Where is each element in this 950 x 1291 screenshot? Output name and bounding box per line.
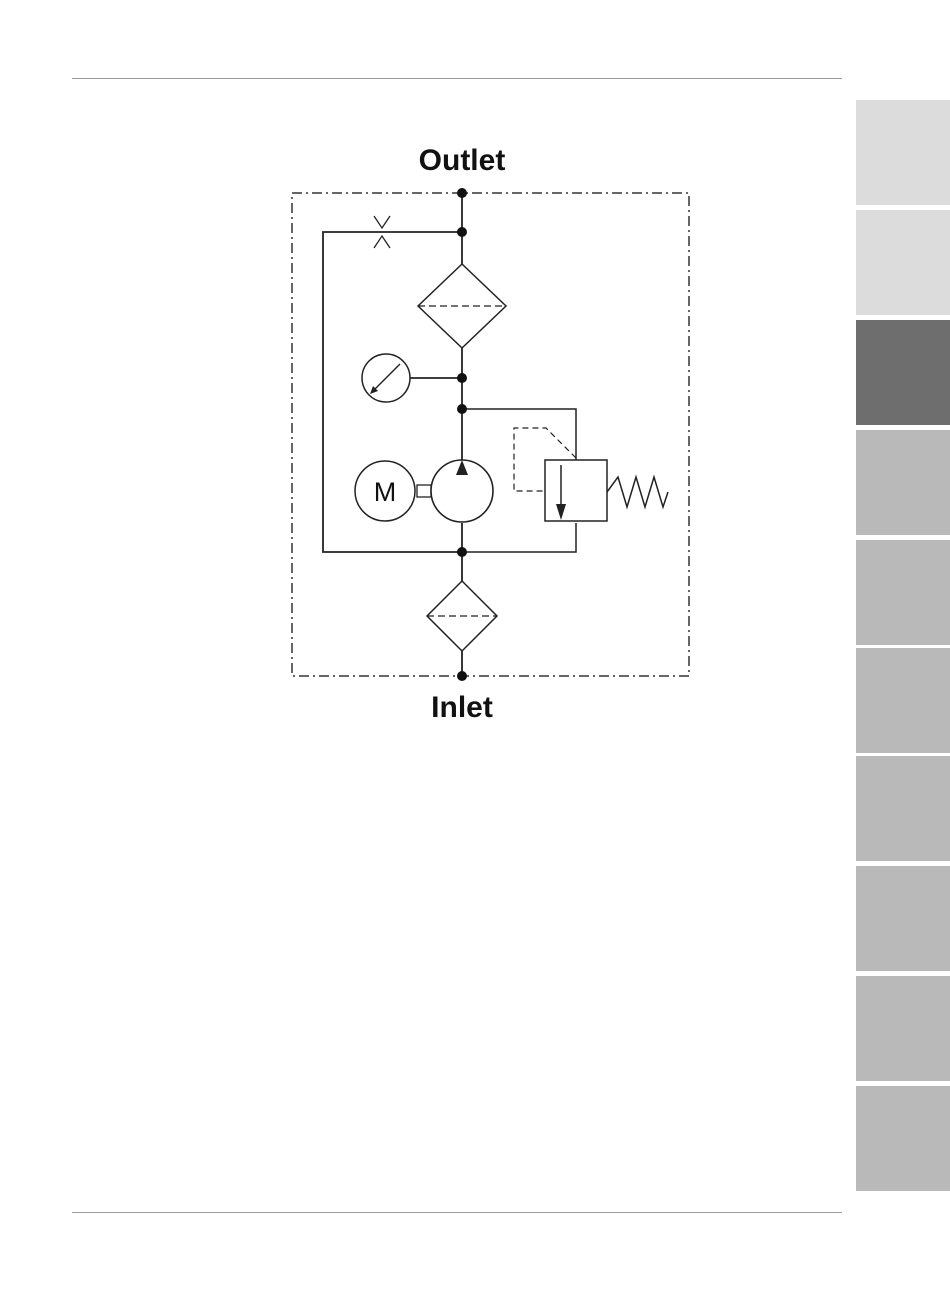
hydraulic-pump-symbol	[431, 460, 493, 522]
outlet-filter-symbol	[418, 264, 506, 348]
electric-motor-symbol: M	[355, 461, 415, 521]
inlet-label: Inlet	[431, 691, 493, 724]
pressure-relief-valve-symbol	[514, 428, 668, 521]
pressure-gauge-symbol	[362, 354, 462, 402]
motor-label: M	[374, 477, 397, 507]
unit-boundary	[292, 193, 689, 676]
outlet-label: Outlet	[419, 144, 506, 177]
inlet-filter-symbol	[427, 581, 497, 651]
shaft-coupling	[417, 485, 431, 497]
